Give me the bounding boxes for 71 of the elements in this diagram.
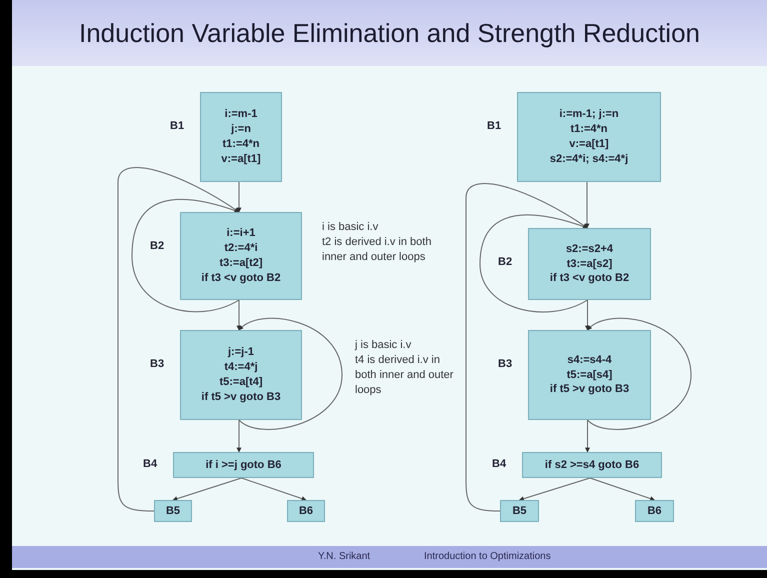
basic-block-box [154,500,192,522]
arrow [480,214,588,312]
code-line: t4:=4*j [224,360,258,375]
footer-text: Y.N. Srikant [318,551,370,562]
code-line: t5:=a[t4] [219,375,263,390]
footer-text: Introduction to Optimizations [424,551,551,562]
code-line: t1:=4*n [570,122,608,137]
arrow [241,478,307,501]
code-line: B5 [166,504,180,518]
block-label: B4 [143,458,158,470]
code-line: B6 [298,504,314,518]
code-line: s4:=s4-4 [567,352,612,368]
arrow [132,198,240,312]
code-line: j:=n [231,122,251,137]
basic-block-box [500,500,539,522]
arrow [172,478,242,502]
arrow [518,478,590,502]
arrow [466,183,588,512]
code-line: t1:=4*n [222,137,260,152]
code-line: if t3 <v goto B2 [201,270,281,286]
arrow [118,167,240,512]
code-line: i:=m-1 [224,107,258,122]
arrow [585,300,590,331]
code-line: i:=i+1 [226,226,256,242]
basic-block-box [635,500,674,522]
basic-block-box [287,500,325,522]
slide-title: Induction Variable Elimination and Strength Reduction [78,18,700,48]
code-line: t3:=a[t2] [219,256,263,271]
annotation-text: t4 is derived i.v in both inner and outer loops [355,353,454,398]
annotation-text: i is basic i.v [322,220,380,235]
code-line: s2:=s2+4 [566,242,614,257]
code-line: t2:=4*i [224,241,258,256]
arrow [590,478,656,501]
basic-block-box [528,330,651,420]
basic-block-box [200,92,282,182]
basic-block-box [173,452,314,478]
code-line: t5:=a[s4] [566,368,612,382]
code-line: if t5 >v goto B3 [201,390,281,405]
code-line: if t5 >v goto B3 [550,382,630,398]
block-label: B1 [487,120,502,132]
block-label: B2 [150,240,164,252]
arrow [236,182,242,213]
block-label: B2 [498,256,512,268]
annotation-text: j is basic i.v [355,338,412,353]
code-line: j:=j-1 [228,345,254,360]
code-line: v:=a[t1] [569,137,609,152]
block-label: B1 [170,120,184,132]
basic-block-box [522,452,662,478]
annotation-text: t2 is derived i.v in both inner and outer loops [322,235,432,265]
code-line: B6 [647,504,662,518]
basic-block-box [528,228,651,300]
code-line: v:=a[t1] [221,152,261,167]
code-line: t3:=a[s2] [566,256,612,272]
block-label: B4 [492,458,506,470]
code-line: if i >=j goto B6 [206,458,282,472]
code-line: i:=m-1; j:=n [559,107,619,122]
code-line: B5 [512,504,527,518]
basic-block-box [180,212,302,300]
arrow [587,318,692,430]
block-label: B3 [150,358,164,370]
basic-block-box [180,330,302,420]
basic-block-box [517,92,661,182]
code-line: if s2 >=s4 goto B6 [544,458,640,472]
arrow [585,420,590,453]
arrow [238,318,342,430]
block-label: B3 [498,358,512,370]
code-line: s2:=4*i; s4:=4*j [550,152,628,167]
arrow [236,420,242,453]
code-line: if t3 <v goto B2 [550,271,630,286]
arrow [584,182,590,229]
arrow [236,300,242,331]
